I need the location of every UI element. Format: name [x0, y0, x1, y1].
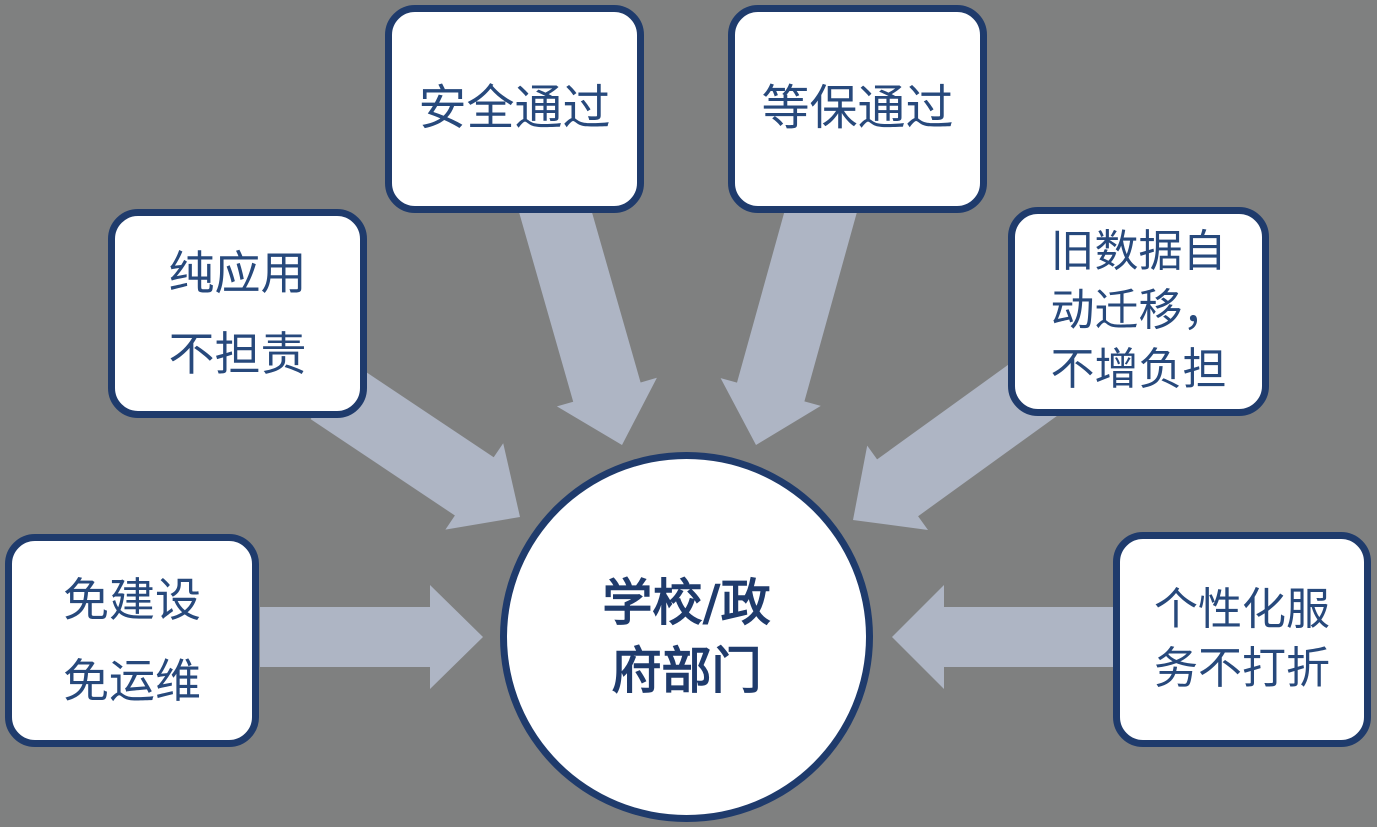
box-data-migration-label: 旧数据自 动迁移， 不增负担 [1050, 226, 1227, 395]
box-dengbao-pass: 等保通过 [728, 5, 987, 213]
center-circle: 学校/政 府部门 [500, 452, 873, 822]
arrow-from-dengbao-icon [720, 190, 858, 445]
box-personalized-service-label: 个性化服 务不打折 [1154, 583, 1330, 694]
box-no-build-no-ops: 免建设 免运维 [5, 534, 259, 747]
box-pure-app-label: 纯应用 不担责 [168, 246, 307, 381]
box-personalized-service: 个性化服 务不打折 [1113, 532, 1371, 747]
arrow-from-security-icon [518, 190, 657, 445]
box-security-pass-label: 安全通过 [418, 80, 611, 137]
arrow-from-personalized-icon [892, 585, 1113, 689]
center-circle-label: 学校/政 府部门 [602, 573, 771, 700]
box-dengbao-pass-label: 等保通过 [761, 80, 954, 137]
arrow-from-no-build-icon [260, 585, 483, 689]
box-pure-app: 纯应用 不担责 [108, 209, 367, 418]
box-data-migration: 旧数据自 动迁移， 不增负担 [1008, 207, 1269, 416]
arrow-from-data-migration-icon [853, 356, 1061, 530]
box-no-build-no-ops-label: 免建设 免运维 [63, 573, 201, 708]
box-security-pass: 安全通过 [385, 5, 644, 213]
